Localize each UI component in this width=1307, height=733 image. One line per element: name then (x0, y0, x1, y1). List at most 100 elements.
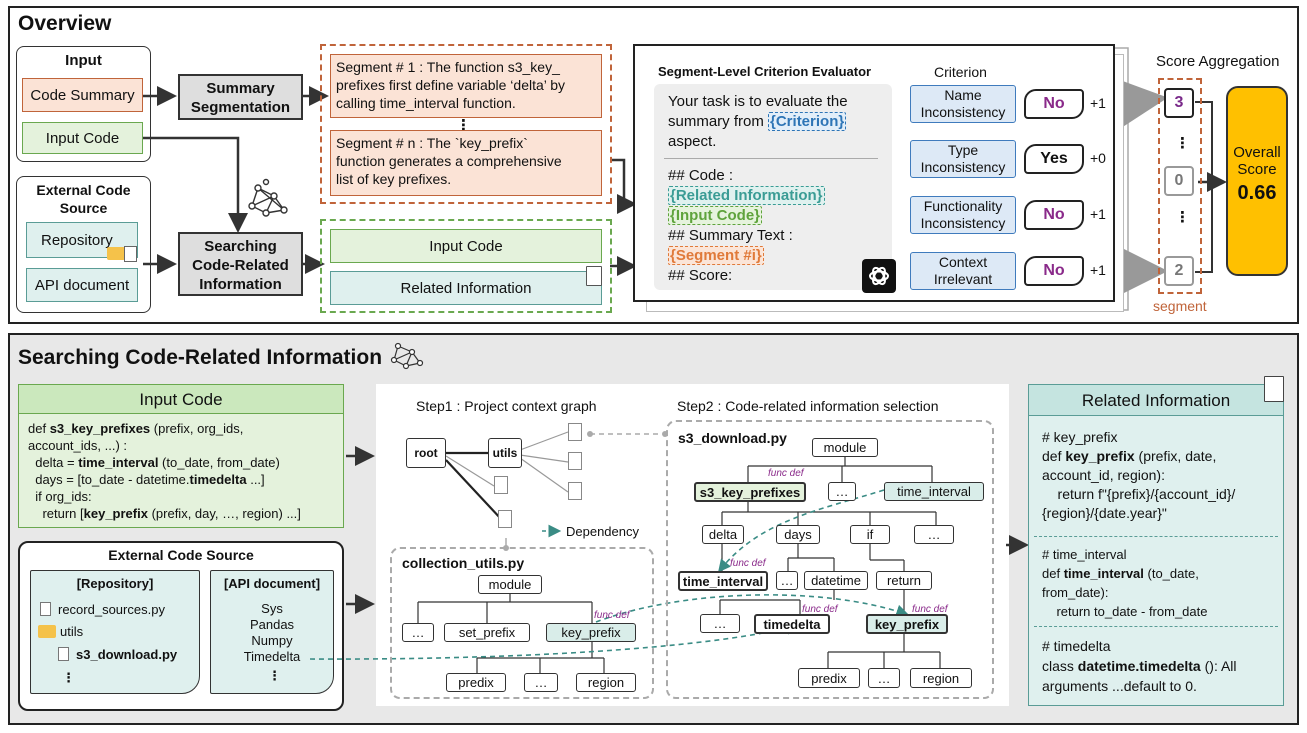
criterion-name-4-line-2: Irrelevant (933, 271, 993, 287)
s3-module-node: module (812, 438, 878, 457)
related-timedelta-line-2-seg-3: (): All (1200, 658, 1237, 674)
search-input-code-body: def s3_key_prefixes (prefix, org_ids,acc… (28, 420, 342, 522)
repo-dots: ⋮ (62, 670, 75, 685)
utils-folder-node-icon: utils (488, 438, 522, 468)
input-code-tag: {Input Code} (668, 206, 762, 225)
api-dots: ⋮ (268, 668, 281, 683)
s3-node-timedelta: timedelta (754, 614, 830, 634)
criterion-name-1-line-1: Name (944, 87, 982, 103)
root-folder-icon: root (406, 438, 446, 468)
related-timedelta-line-2: class datetime.timedelta (): All (1042, 656, 1237, 676)
overall-score-line-1: Overall (1233, 144, 1281, 161)
s3-node-days: days (776, 525, 820, 544)
input-code-line-3-seg-2: time_interval (78, 455, 159, 470)
related-divider-2 (1034, 626, 1278, 627)
segment-score-group (1158, 78, 1202, 294)
collection-utils-title: collection_utils.py (402, 555, 525, 571)
s3-node-delta: delta (702, 525, 744, 544)
record-sources-icon (40, 602, 51, 616)
input-tag-line: {Input Code} (668, 206, 825, 226)
criterion-score-4: +1 (1090, 262, 1106, 278)
criterion-answer-1: No (1024, 89, 1084, 119)
related-time-interval-line-4-seg-1: return to_date - from_date (1042, 604, 1208, 619)
searching-box: Searching Code-Related Information (178, 232, 303, 296)
related-key-prefix-line-3-seg-1: account_id, region): (1042, 467, 1165, 483)
code-summary-box: Code Summary (22, 78, 143, 112)
segment-n-box: Segment # n : The `key_prefix` function … (330, 130, 602, 196)
context-related-info: Related Information (330, 271, 602, 305)
utils-node-label: utils (492, 446, 518, 460)
overview-panel (8, 6, 1299, 324)
root-label: root (414, 446, 438, 460)
summary-segmentation-line-2: Segmentation (190, 99, 291, 116)
overall-score-value: 0.66 (1237, 182, 1277, 204)
input-code-line-3: delta = time_interval (to_date, from_dat… (28, 454, 342, 471)
related-time-interval-line-2-seg-2: time_interval (1063, 566, 1144, 581)
segment-score-3: 2 (1164, 256, 1194, 286)
searching-line-2: Code-Related (192, 257, 289, 274)
segment-label: segment (1153, 298, 1207, 314)
openai-logo-icon (862, 259, 896, 293)
segment-n-line-1: Segment # n : The `key_prefix` (336, 135, 528, 151)
related-key-prefix-line-4: return f"{prefix}/{account_id}/ (1042, 485, 1236, 504)
prompt-text: Your task is to evaluate the summary fro… (668, 92, 848, 152)
dependency-label: Dependency (566, 524, 639, 539)
repo-item-1: record_sources.py (58, 602, 165, 617)
search-related-title: Related Information (1081, 391, 1231, 410)
related-time-interval-line-2-seg-1: def (1042, 566, 1064, 581)
file-icon-5 (498, 510, 512, 528)
cu-node-key-prefix: key_prefix (546, 623, 636, 642)
s3-node-time-interval: time_interval (678, 571, 768, 591)
input-code-line-4-seg-1: days = [to_date - datetime. (28, 472, 190, 487)
s3-node-if: if (850, 525, 890, 544)
searching-line-1: Searching (204, 238, 277, 255)
search-input-code-title: Input Code (139, 390, 223, 409)
related-time-interval-line-2-seg-3: (to_date, (1143, 566, 1199, 581)
related-timedelta-line-1-seg-1: # timedelta (1042, 638, 1111, 654)
related-time-interval-line-1: # time_interval (1042, 545, 1207, 564)
s3-node-datetime: datetime (804, 571, 868, 590)
input-code-line-4-seg-3: ...] (246, 472, 265, 487)
input-code-box: Input Code (22, 122, 143, 154)
segment-tag: {Segment #i} (668, 246, 764, 265)
file-icon-2 (568, 452, 582, 470)
input-code-line-1-seg-2: s3_key_prefixes (49, 421, 151, 436)
openai-logo-glyph (869, 266, 889, 286)
file-icon-4 (494, 476, 508, 494)
related-key-prefix-line-2: def key_prefix (prefix, date, (1042, 447, 1235, 466)
file-icon-1 (568, 423, 582, 441)
segment-score-dots-2: ⋮ (1175, 209, 1190, 226)
input-code-line-6-seg-2: key_prefix (83, 506, 148, 521)
related-block-timedelta: # timedelta class datetime.timedelta (): … (1042, 636, 1237, 696)
segment-score-2: 0 (1164, 166, 1194, 196)
segment-tag-line: {Segment #i} (668, 246, 825, 266)
api-header: [API document] (223, 576, 321, 591)
criterion-name-3-line-2: Inconsistency (920, 215, 1006, 231)
s3-node-ellipsis-4: … (700, 614, 740, 633)
related-time-interval-line-1-seg-1: # time_interval (1042, 547, 1127, 562)
utils-folder-icon (38, 625, 56, 638)
related-time-interval-line-2: def time_interval (to_date, (1042, 564, 1207, 583)
related-key-prefix-line-2-seg-2: key_prefix (1065, 448, 1135, 464)
related-information-tag: {Related Information} (668, 186, 825, 205)
input-code-line-4: days = [to_date - datetime.timedelta ...… (28, 471, 342, 488)
related-timedelta-line-2-seg-2: datetime.timedelta (1077, 658, 1201, 674)
cu-node-ellipsis: … (402, 623, 434, 642)
related-time-interval-line-3-seg-1: from_date): (1042, 585, 1109, 600)
criterion-score-1: +1 (1090, 95, 1106, 111)
segments-group (320, 44, 612, 204)
criterion-score-2: +0 (1090, 150, 1106, 166)
cu-module-node: module (478, 575, 542, 594)
prompt-line-1: Your task is to evaluate the (668, 93, 848, 110)
document-icon (124, 246, 137, 262)
input-code-line-6: return [key_prefix (prefix, day, …, regi… (28, 505, 342, 522)
input-code-line-3-seg-3: (to_date, from_date) (158, 455, 280, 470)
related-key-prefix-line-4-seg-1: return f"{prefix}/{account_id}/ (1042, 486, 1236, 502)
score-label: ## Score: (668, 267, 733, 284)
prompt-line-2-text: summary from (668, 113, 764, 130)
